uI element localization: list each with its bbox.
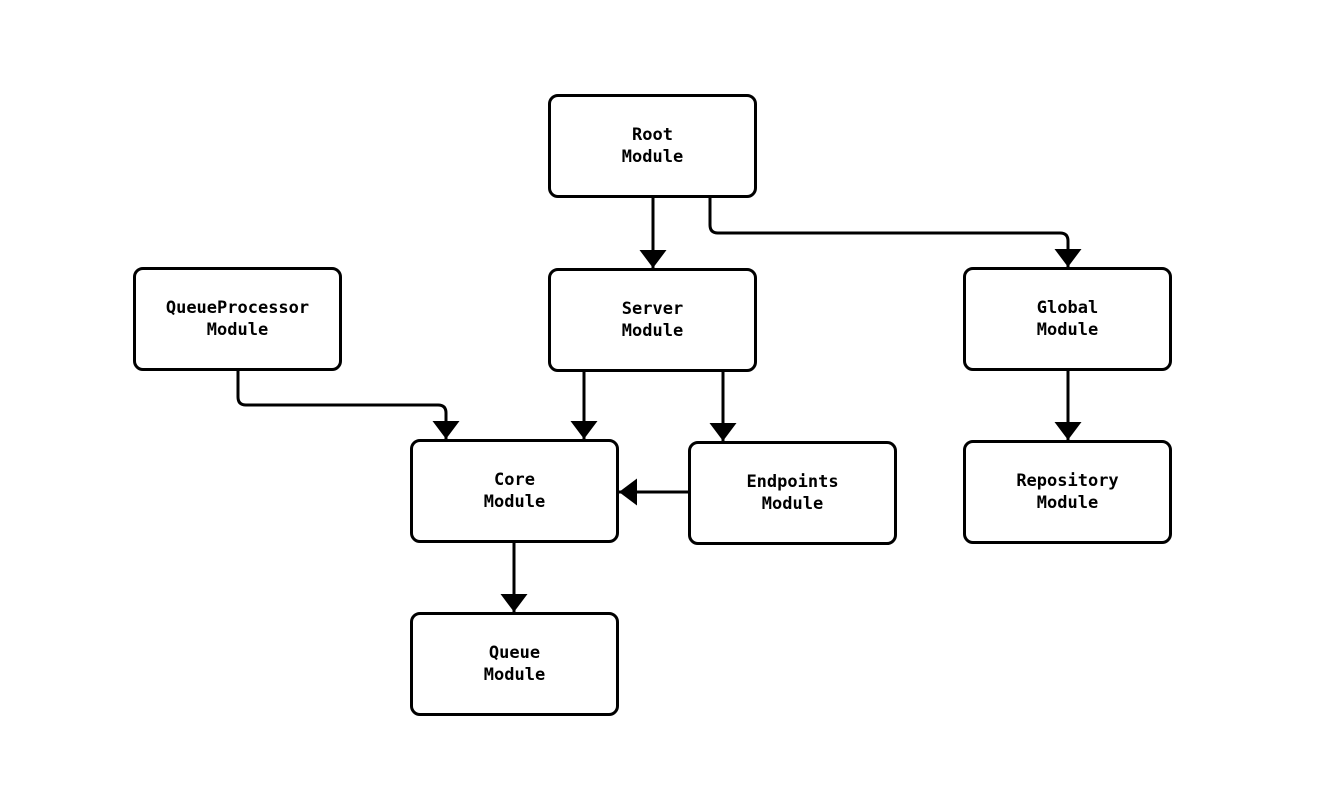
node-core-module: Core Module	[410, 439, 619, 543]
node-queue-label-line2: Module	[483, 665, 546, 685]
node-global-label-line2: Module	[1036, 320, 1099, 340]
node-queue-module: Queue Module	[410, 612, 619, 716]
node-server-label-line2: Module	[621, 321, 684, 341]
node-server-label-line1: Server	[621, 299, 684, 319]
node-queue-label-line1: Queue	[488, 643, 541, 663]
node-root-label-line2: Module	[621, 147, 684, 167]
node-endpoints-label-line2: Module	[761, 494, 824, 514]
node-queueprocessor-label-line1: QueueProcessor	[165, 298, 310, 318]
edge-queueProcessor-to-core	[236, 371, 460, 439]
edge-root-to-global	[708, 198, 1082, 267]
node-endpoints-label-line1: Endpoints	[746, 472, 839, 492]
node-repository-label-line2: Module	[1036, 493, 1099, 513]
node-core-label-line2: Module	[483, 492, 546, 512]
node-queueprocessor-module: QueueProcessor Module	[133, 267, 342, 371]
node-root-module: Root Module	[548, 94, 757, 198]
node-repository-module: Repository Module	[963, 440, 1172, 544]
node-global-module: Global Module	[963, 267, 1172, 371]
node-root-label-line1: Root	[632, 125, 673, 145]
node-queueprocessor-label-line2: Module	[206, 320, 269, 340]
node-core-label-line1: Core	[494, 470, 535, 490]
edge-group	[236, 198, 1082, 612]
node-global-label-line1: Global	[1036, 298, 1099, 318]
node-repository-label-line1: Repository	[1016, 471, 1119, 491]
node-server-module: Server Module	[548, 268, 757, 372]
node-endpoints-module: Endpoints Module	[688, 441, 897, 545]
